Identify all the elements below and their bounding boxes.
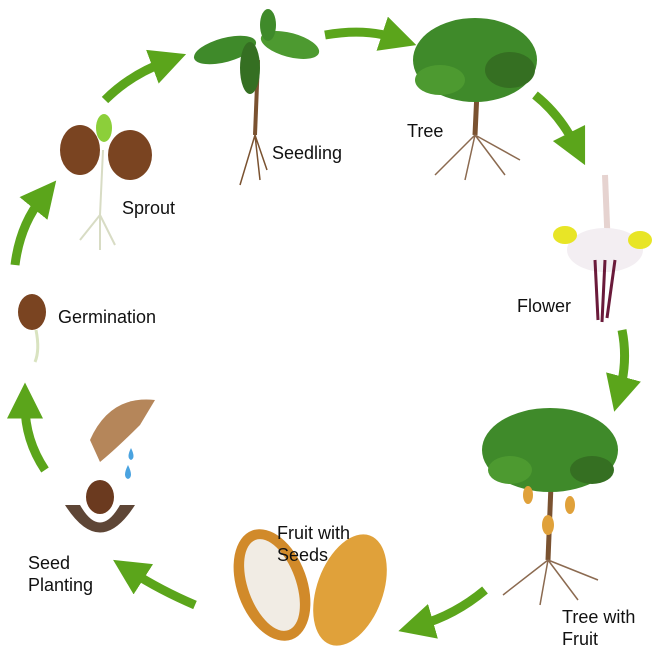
flower-illustration bbox=[553, 174, 652, 323]
sprout-illustration bbox=[60, 114, 152, 250]
label-tree-with-fruit: Tree with Fruit bbox=[562, 607, 636, 649]
label-sprout: Sprout bbox=[122, 198, 176, 218]
cycle-arrows bbox=[7, 16, 641, 639]
germination-illustration bbox=[18, 294, 46, 363]
label-tree: Tree bbox=[407, 121, 444, 141]
arrow-sprout-to-seedling bbox=[101, 49, 187, 104]
arrow-flower-to-fruit-tree bbox=[606, 329, 641, 412]
label-seedling: Seedling bbox=[272, 143, 343, 163]
label-seed-planting: Seed Planting bbox=[28, 553, 94, 595]
arrow-tree-to-flower bbox=[532, 91, 586, 166]
label-fruit-with-seeds: Fruit with Seeds bbox=[277, 523, 351, 565]
label-germination: Germination bbox=[58, 307, 157, 327]
arrow-germination-to-sprout bbox=[10, 180, 57, 266]
cocoa-pod-illustration bbox=[233, 529, 387, 646]
arrow-planting-to-germination bbox=[7, 382, 49, 473]
arrow-pod-to-planting bbox=[113, 559, 197, 610]
seedling-illustration bbox=[193, 9, 320, 186]
label-flower: Flower bbox=[517, 296, 572, 316]
tree-illustration bbox=[413, 18, 537, 181]
arrow-fruit-tree-to-pod bbox=[398, 586, 488, 639]
arrow-seedling-to-tree bbox=[324, 16, 417, 51]
seed-planting-illustration bbox=[65, 399, 155, 533]
tree-with-fruit-illustration bbox=[482, 408, 618, 606]
